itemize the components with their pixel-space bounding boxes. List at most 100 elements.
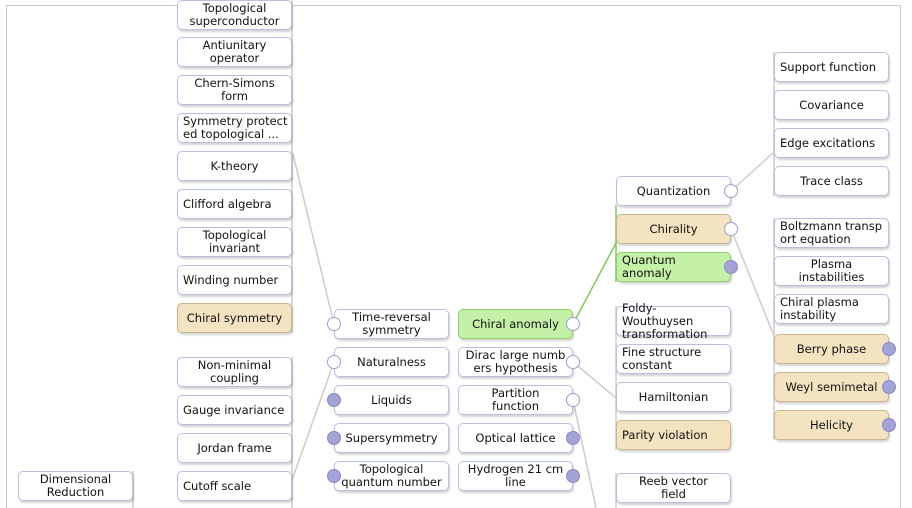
node-label: Chiral anomaly [472, 316, 559, 331]
node-partition[interactable]: Partition function [458, 385, 573, 415]
node-liquids[interactable]: Liquids [334, 385, 449, 415]
expand-handle-quantum-anomaly-collapsed[interactable] [724, 260, 738, 274]
expand-handle-chiral-anomaly-open[interactable] [566, 317, 580, 331]
expand-handle-time-reversal-open[interactable] [327, 317, 341, 331]
node-berry[interactable]: Berry phase [774, 334, 889, 364]
node-time-reversal[interactable]: Time-reversal symmetry [334, 309, 449, 339]
node-label: Antiunitary operator [202, 38, 267, 65]
node-label: Covariance [799, 97, 864, 112]
expand-handle-liquids-collapsed[interactable] [327, 393, 341, 407]
expand-handle-quantization-open[interactable] [724, 184, 738, 198]
node-label: Hydrogen 21 cm line [467, 462, 564, 489]
expand-handle-weyl-collapsed[interactable] [882, 380, 896, 394]
node-chiral-anomaly[interactable]: Chiral anomaly [458, 309, 573, 339]
expand-handle-naturalness-open[interactable] [327, 355, 341, 369]
expand-handle-chirality-open[interactable] [724, 222, 738, 236]
node-hydrogen21[interactable]: Hydrogen 21 cm line [458, 461, 573, 491]
node-label: Trace class [800, 173, 863, 188]
expand-handle-optical-lattice-collapsed[interactable] [566, 431, 580, 445]
canvas-frame [6, 5, 901, 508]
node-cutoff[interactable]: Cutoff scale [177, 471, 292, 501]
node-label: Support function [780, 59, 877, 74]
node-supersymmetry[interactable]: Supersymmetry [334, 423, 449, 453]
node-label: Quantization [636, 183, 711, 198]
node-topo-qnum[interactable]: Topological quantum number [334, 461, 449, 491]
node-label: Parity violation [622, 427, 708, 442]
node-label: Supersymmetry [345, 430, 438, 445]
node-dirac-large[interactable]: Dirac large numb ers hypothesis [458, 347, 573, 377]
node-label: Edge excitations [780, 135, 876, 150]
node-label: Time-reversal symmetry [352, 310, 431, 337]
node-winding[interactable]: Winding number [177, 265, 292, 295]
node-label: Chern-Simons form [194, 76, 275, 103]
node-label: Topological invariant [202, 228, 267, 255]
expand-handle-partition-open[interactable] [566, 393, 580, 407]
node-label: Reeb vector field [638, 474, 709, 501]
expand-handle-dirac-large-open[interactable] [566, 355, 580, 369]
node-label: Dirac large numb ers hypothesis [465, 348, 566, 375]
node-hamiltonian[interactable]: Hamiltonian [616, 382, 731, 412]
node-weyl[interactable]: Weyl semimetal [774, 372, 889, 402]
node-topo-supercond[interactable]: Topological superconductor [177, 0, 292, 30]
edge-naturalness [291, 361, 335, 481]
expand-handle-supersymmetry-collapsed[interactable] [327, 431, 341, 445]
node-fine-structure[interactable]: Fine structure constant [616, 344, 731, 374]
node-label: Boltzmann transp ort equation [780, 219, 883, 246]
node-chiral-plasma[interactable]: Chiral plasma instability [774, 294, 889, 324]
node-label: Hamiltonian [638, 389, 709, 404]
node-label: Quantum anomaly [622, 253, 676, 280]
node-label: Topological superconductor [189, 1, 280, 28]
edge-chirality [730, 228, 775, 337]
node-label: Chiral symmetry [186, 310, 283, 325]
edge-quantization [730, 151, 775, 192]
node-plasma[interactable]: Plasma instabilities [774, 256, 889, 286]
node-gauge-inv[interactable]: Gauge invariance [177, 395, 292, 425]
node-k-theory[interactable]: K-theory [177, 151, 292, 181]
node-label: Fine structure constant [622, 345, 702, 372]
node-label: Helicity [810, 417, 853, 432]
node-non-minimal[interactable]: Non-minimal coupling [177, 357, 292, 387]
node-label: Jordan frame [197, 440, 272, 455]
node-label: Plasma instabilities [798, 257, 865, 284]
node-label: Chirality [649, 221, 698, 236]
expand-handle-topo-qnum-collapsed[interactable] [327, 469, 341, 483]
node-covariance[interactable]: Covariance [774, 90, 889, 120]
node-chern-simons[interactable]: Chern-Simons form [177, 75, 292, 105]
node-label: Non-minimal coupling [197, 358, 272, 385]
node-label: Dimensional Reduction [39, 472, 112, 499]
node-clifford[interactable]: Clifford algebra [177, 189, 292, 219]
edge-partition [572, 399, 597, 508]
expand-handle-helicity-collapsed[interactable] [882, 418, 896, 432]
node-label: Weyl semimetal [785, 379, 878, 394]
expand-handle-berry-collapsed[interactable] [882, 342, 896, 356]
node-helicity[interactable]: Helicity [774, 410, 889, 440]
expand-handle-hydrogen21-collapsed[interactable] [566, 469, 580, 483]
node-chiral-sym[interactable]: Chiral symmetry [177, 303, 292, 333]
node-foldy[interactable]: Foldy-Wouthuysen transformation [616, 301, 731, 340]
node-quantum-anomaly[interactable]: Quantum anomaly [616, 252, 731, 282]
node-boltzmann[interactable]: Boltzmann transp ort equation [774, 218, 889, 248]
edge-dirac-large [572, 361, 617, 399]
node-sym-protected[interactable]: Symmetry protect ed topological ... [177, 113, 292, 143]
node-support-fn[interactable]: Support function [774, 52, 889, 82]
node-chirality[interactable]: Chirality [616, 214, 731, 244]
node-edge-exc[interactable]: Edge excitations [774, 128, 889, 158]
node-naturalness[interactable]: Naturalness [334, 347, 449, 377]
node-quantization[interactable]: Quantization [616, 176, 731, 206]
node-label: Gauge invariance [183, 402, 285, 417]
node-label: Cutoff scale [183, 478, 252, 493]
node-antiunitary[interactable]: Antiunitary operator [177, 37, 292, 67]
node-reeb[interactable]: Reeb vector field [616, 473, 731, 503]
node-label: Topological quantum number [341, 462, 442, 489]
node-optical-lattice[interactable]: Optical lattice [458, 423, 573, 453]
node-label: Naturalness [357, 354, 426, 369]
node-trace-class[interactable]: Trace class [774, 166, 889, 196]
node-jordan[interactable]: Jordan frame [177, 433, 292, 463]
node-dim-reduction[interactable]: Dimensional Reduction [18, 471, 133, 501]
node-label: Optical lattice [475, 430, 556, 445]
node-topo-invariant[interactable]: Topological invariant [177, 227, 292, 257]
node-label: Chiral plasma instability [780, 295, 859, 322]
node-label: Foldy-Wouthuysen transformation [622, 300, 708, 341]
node-parity-violation[interactable]: Parity violation [616, 420, 731, 450]
